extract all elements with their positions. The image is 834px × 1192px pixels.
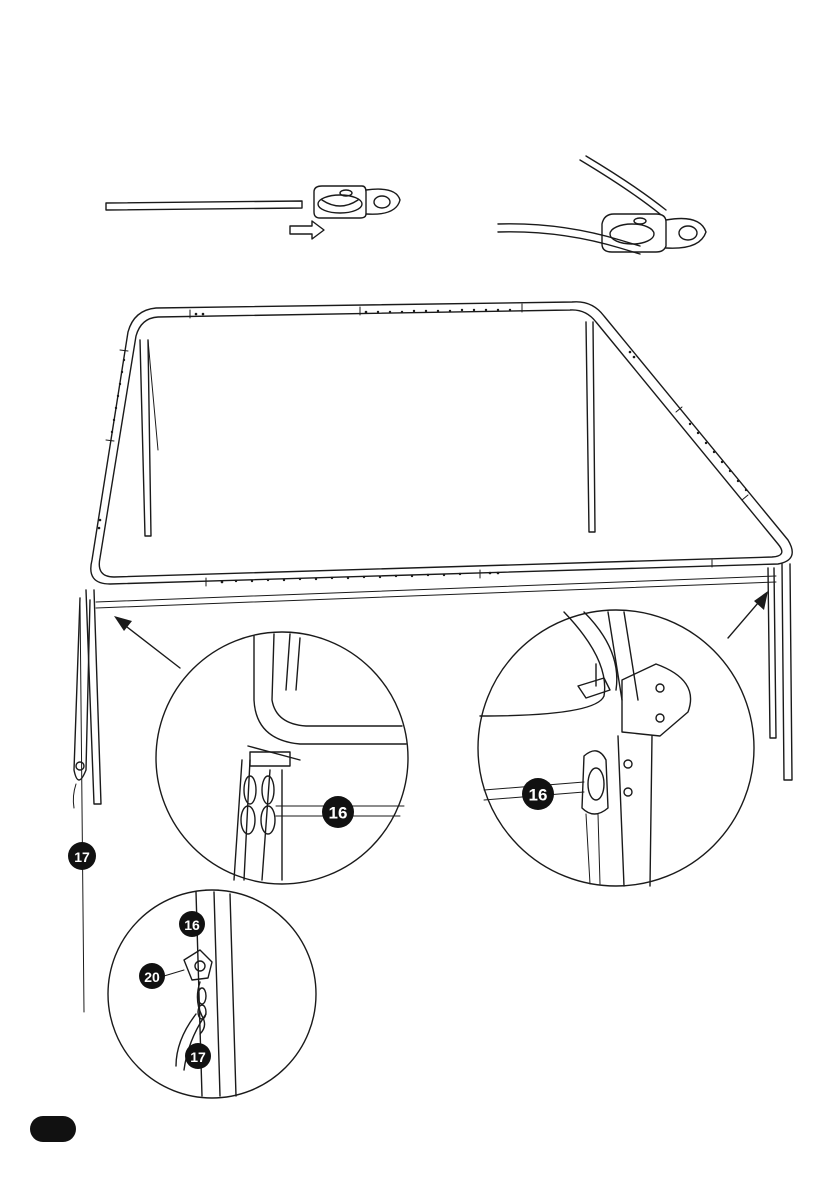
callout-label: 17 [74,849,90,865]
callout-label: 16 [184,917,200,933]
callout-16-right: 16 [522,778,554,810]
callout-20-detail: 20 [139,963,165,989]
detail-right-corner [478,610,754,886]
detail-rope-tie [108,890,316,1098]
callout-label: 17 [190,1049,206,1065]
arrow-right-outline-icon [290,221,324,239]
step-threaded-rope [498,156,706,254]
callout-17-detail: 17 [185,1043,211,1069]
pointer-arrow-icon [728,591,768,638]
pointer-arrow-icon [114,616,180,668]
callout-16-left: 16 [322,796,354,828]
pulley-left [314,186,400,218]
tent-frame [73,302,792,1012]
callout-label: 20 [144,969,160,985]
detail-left-corner [156,632,408,884]
pulley-right [602,214,706,252]
callout-label: 16 [529,786,548,805]
page-number-badge [30,1116,76,1142]
callout-16-detail: 16 [179,911,205,937]
callout-label: 16 [329,804,348,823]
step-insert-rope [106,186,400,239]
callout-17-main: 17 [68,842,96,870]
